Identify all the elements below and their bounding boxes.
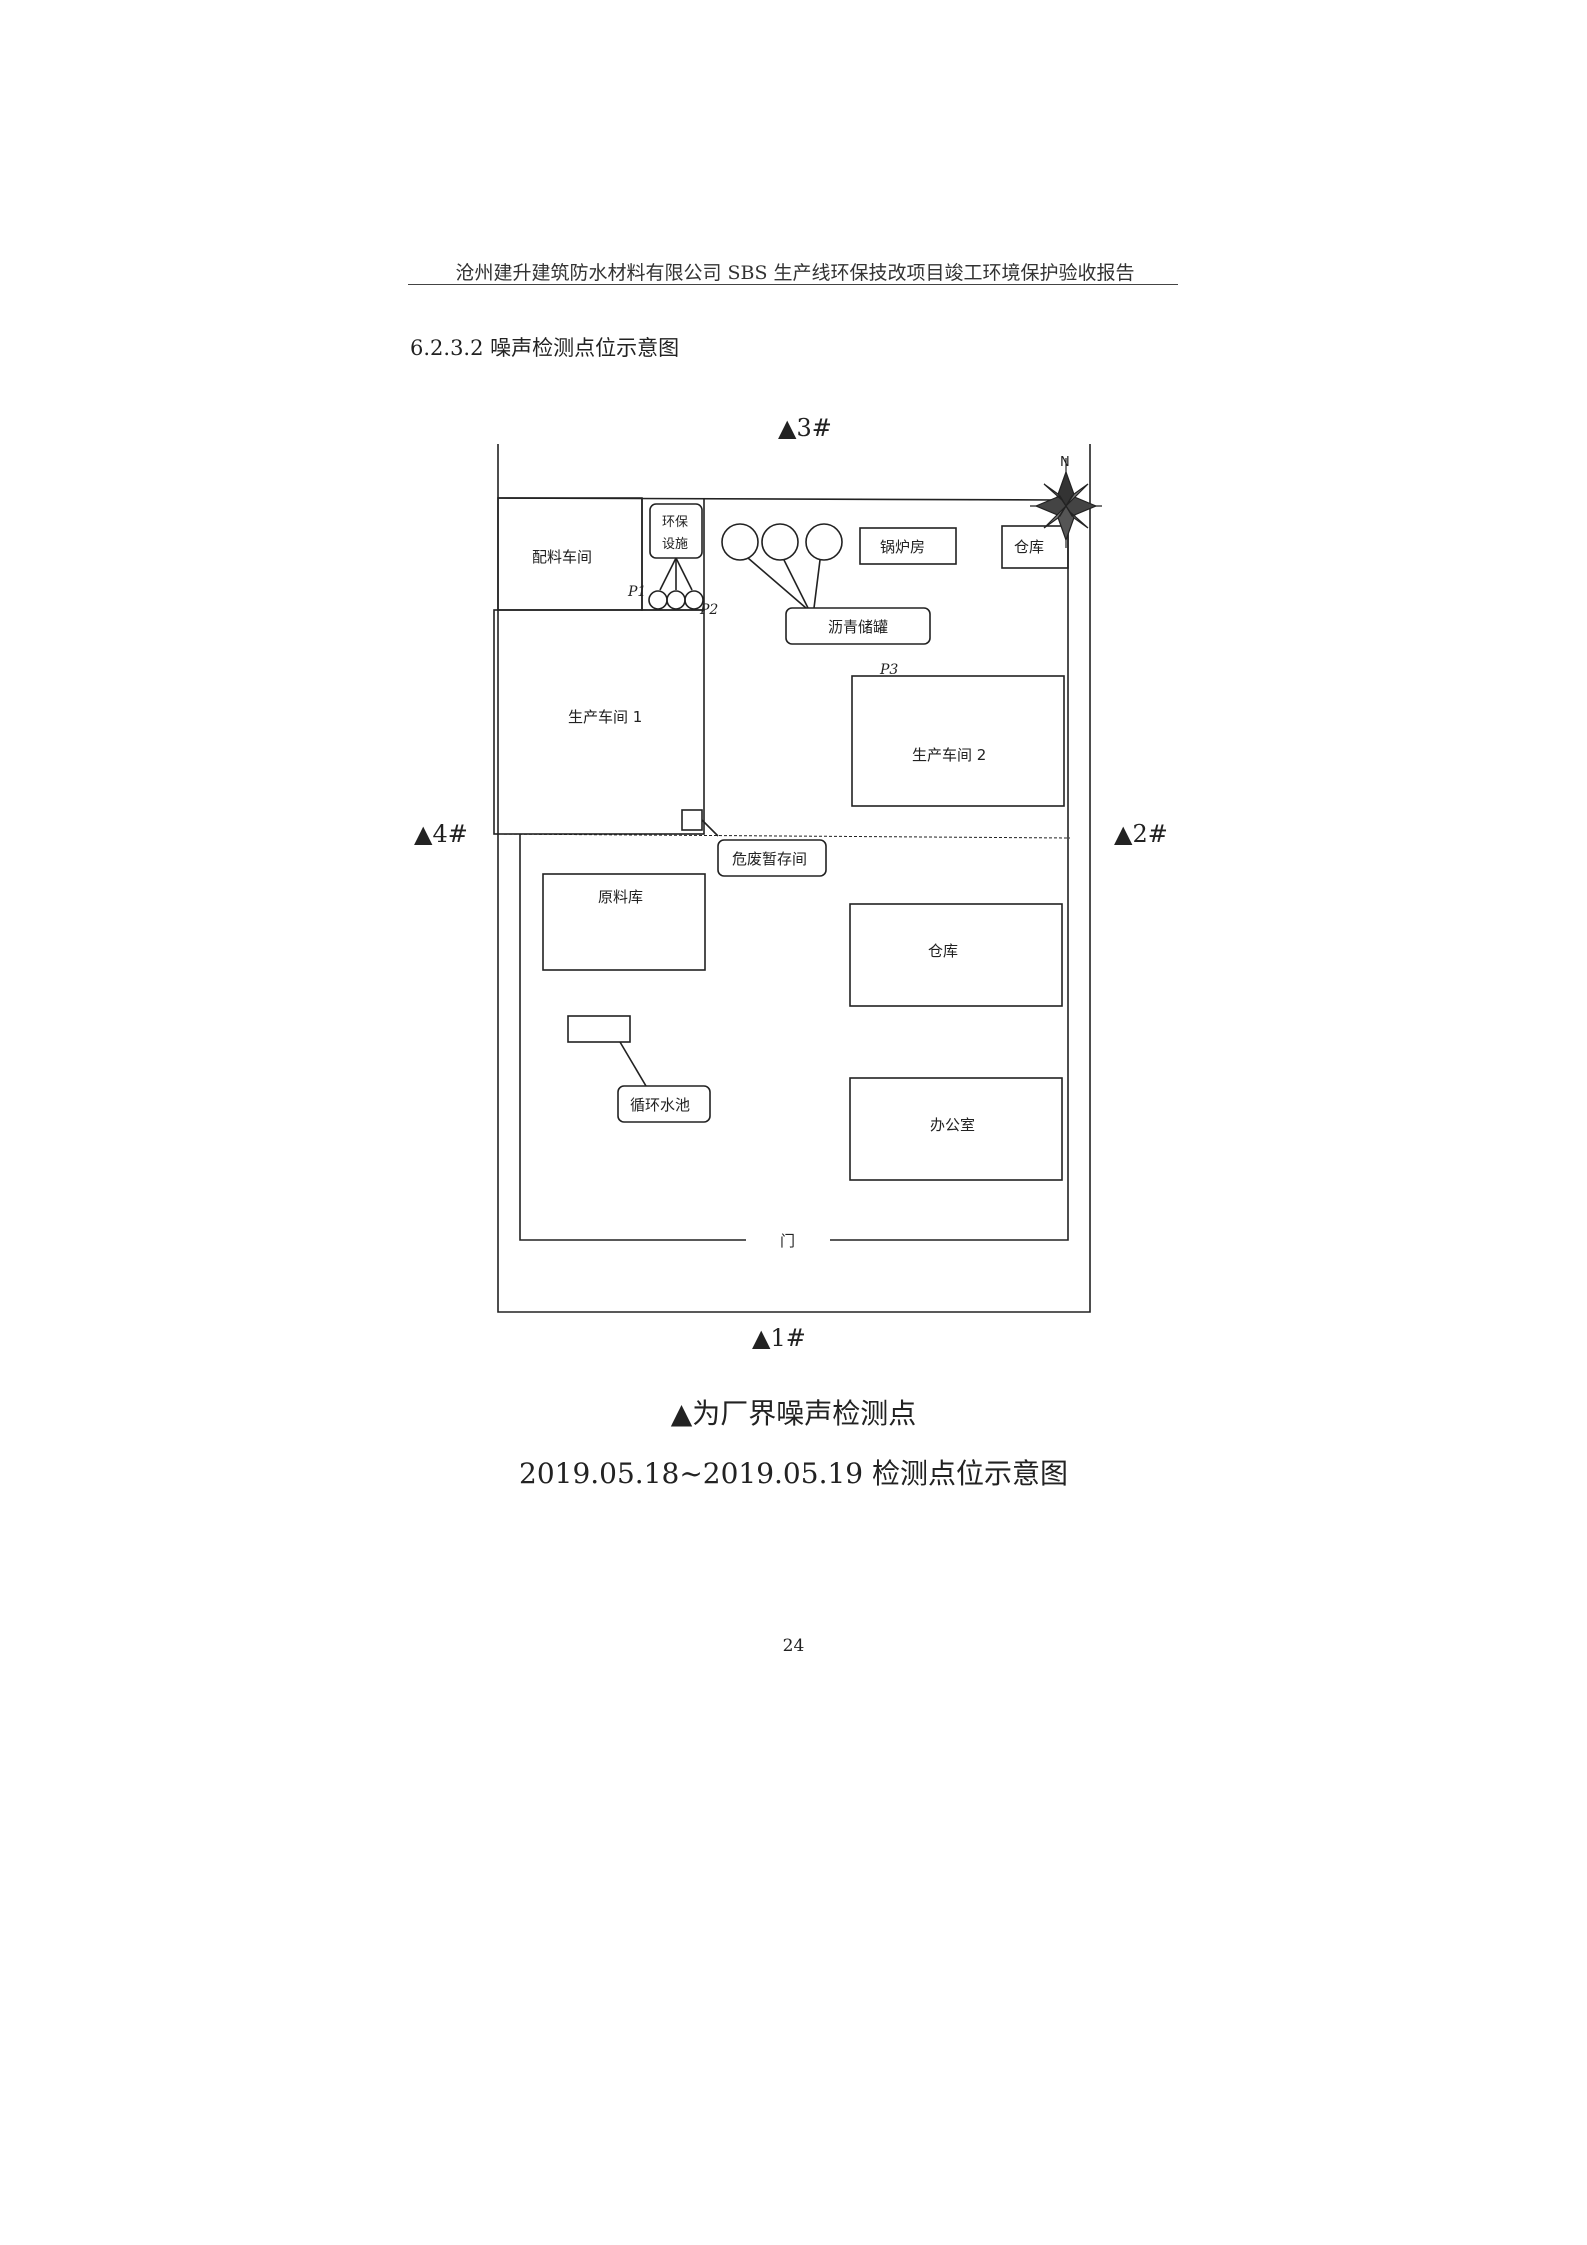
- asphalt-tank: [761, 523, 799, 561]
- marker-2: ▲2#: [1114, 820, 1168, 848]
- inner-boundary: [830, 498, 1069, 1241]
- bangong-box: [849, 1077, 1063, 1181]
- label-peiliao: 配料车间: [532, 548, 592, 566]
- inner-boundary-left: [519, 834, 746, 1241]
- section-title: 6.2.3.2 噪声检测点位示意图: [410, 336, 680, 360]
- shengchan2-box: [851, 675, 1065, 807]
- header-rule: [408, 284, 1178, 285]
- label-cangku: 仓库: [928, 942, 958, 960]
- guolu-box: [859, 527, 957, 565]
- label-liqing: 沥青储罐: [828, 618, 888, 636]
- weifei-box: [681, 809, 703, 831]
- label-weifei: 危废暂存间: [732, 850, 807, 868]
- label-p3: P3: [879, 662, 898, 678]
- asphalt-tank: [721, 523, 759, 561]
- small-tank: [684, 590, 704, 610]
- label-bangong: 办公室: [930, 1116, 975, 1134]
- xunhuan-callout: [617, 1085, 711, 1123]
- small-tank: [666, 590, 686, 610]
- figure-caption: 2019.05.18~2019.05.19 检测点位示意图: [519, 1457, 1068, 1490]
- cangku-box: [849, 903, 1063, 1007]
- compass-icon: [1030, 458, 1102, 548]
- label-p1: P1: [627, 584, 646, 600]
- asphalt-tank: [805, 523, 843, 561]
- label-p2: P2: [699, 602, 718, 618]
- cangku-small-box: [1001, 525, 1069, 569]
- marker-4: ▲4#: [414, 820, 468, 848]
- shengchan1-box: [493, 609, 705, 835]
- label-guolu: 锅炉房: [880, 538, 925, 556]
- report-header: 沧州建升建筑防水材料有限公司 SBS 生产线环保技改项目竣工环境保护验收报告: [455, 262, 1135, 284]
- label-xunhuan: 循环水池: [630, 1096, 690, 1114]
- label-shengchan2: 生产车间 2: [912, 746, 986, 764]
- label-shengchan1: 生产车间 1: [568, 708, 642, 726]
- label-yuanliao: 原料库: [598, 888, 643, 906]
- weifei-callout: [717, 839, 827, 877]
- marker-1: ▲1#: [752, 1324, 806, 1352]
- label-men: 门: [780, 1232, 795, 1250]
- small-tank: [648, 590, 668, 610]
- marker-3: ▲3#: [778, 414, 832, 442]
- label-huanbao-2: 设施: [662, 537, 688, 552]
- midline: [493, 833, 1071, 839]
- page-number: 24: [782, 1636, 805, 1656]
- label-cangku-small: 仓库: [1014, 538, 1044, 556]
- legend: ▲为厂界噪声检测点: [670, 1397, 917, 1430]
- label-huanbao-1: 环保: [662, 515, 688, 530]
- liqing-callout: [785, 607, 931, 645]
- xunhuan-box: [567, 1015, 631, 1043]
- yuanliao-box: [542, 873, 706, 971]
- outer-boundary: [497, 444, 1091, 1313]
- compass-n: N: [1060, 455, 1070, 470]
